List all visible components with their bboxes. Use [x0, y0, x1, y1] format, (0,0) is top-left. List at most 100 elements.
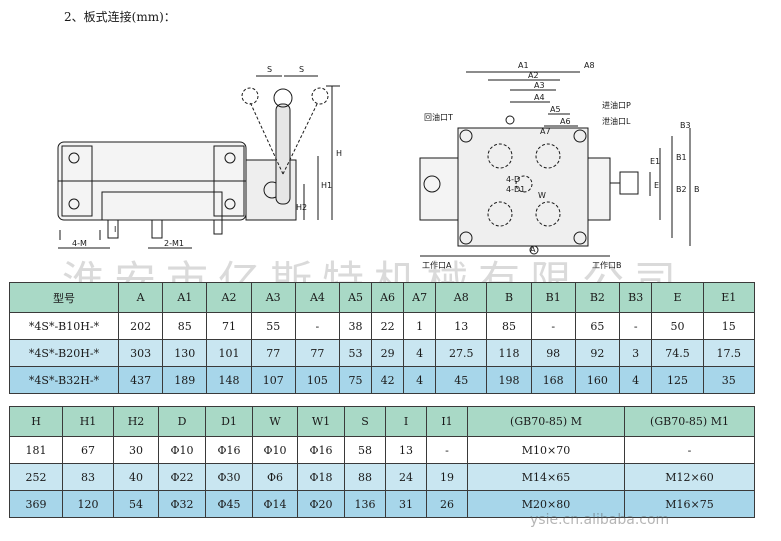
dim-s-2: S: [299, 65, 304, 74]
table-cell: M16×75: [624, 490, 755, 518]
table-cell: 198: [486, 366, 532, 394]
table-row: 181 67 30 Φ10 Φ16 Φ10 Φ16 58 13 - M10×70…: [9, 436, 755, 464]
table-cell: 26: [426, 490, 468, 518]
table-row: 252 83 40 Φ22 Φ30 Φ6 Φ18 88 24 19 M14×65…: [9, 463, 755, 491]
table-cell: 31: [385, 490, 427, 518]
table-cell: 54: [113, 490, 159, 518]
table1-header: E: [651, 282, 704, 313]
table-cell: M12×60: [624, 463, 755, 491]
dim-s-1: S: [267, 65, 272, 74]
table-cell: 27.5: [435, 339, 488, 367]
table-cell: 58: [344, 436, 386, 464]
dim-a6: A6: [560, 117, 571, 126]
table-cell: Φ6: [252, 463, 298, 491]
table2-header: S: [344, 406, 386, 437]
table-cell: 118: [486, 339, 532, 367]
table-cell: 83: [62, 463, 114, 491]
table-cell: 160: [574, 366, 621, 394]
table1-header: A6: [371, 282, 405, 313]
table-cell: 85: [486, 312, 532, 340]
table2-header: H: [9, 406, 63, 437]
label-4d: 4-D: [506, 175, 520, 184]
dimension-table-2: H H1 H2 D D1 W W1 S I I1 (GB70-85) M (GB…: [9, 406, 755, 518]
table2-header: H1: [62, 406, 114, 437]
table2-header: D: [158, 406, 206, 437]
table-cell: 125: [651, 366, 704, 394]
dim-a1: A1: [518, 61, 529, 70]
table-cell: 53: [339, 339, 373, 367]
table1-header: 型号: [9, 282, 119, 313]
table-cell: 181: [9, 436, 63, 464]
table2-header: I1: [426, 406, 468, 437]
label-4d1: 4-D1: [506, 185, 525, 194]
table-cell: 65: [574, 312, 621, 340]
dim-b3: B3: [680, 121, 691, 130]
table2-header: H2: [113, 406, 159, 437]
top-view: [419, 71, 691, 257]
dim-a8: A8: [584, 61, 595, 70]
table-cell: Φ16: [205, 436, 253, 464]
table-cell: Φ30: [205, 463, 253, 491]
table-row: 369 120 54 Φ32 Φ45 Φ14 Φ20 136 31 26 M20…: [9, 490, 755, 518]
table-cell: Φ20: [297, 490, 345, 518]
table-cell: Φ18: [297, 463, 345, 491]
table-cell: 148: [206, 366, 252, 394]
table1-header: E1: [702, 282, 756, 313]
port-t-label: 回油口T: [424, 112, 453, 122]
table-cell: 3: [618, 339, 653, 367]
table-cell: -: [530, 312, 576, 340]
table-cell: Φ10: [252, 436, 298, 464]
label-w: W: [538, 191, 546, 200]
table-cell: Φ22: [158, 463, 206, 491]
dim-2m1: 2-M1: [164, 239, 184, 248]
table2-header: I: [385, 406, 427, 437]
table-cell: *4S*-B20H-*: [9, 339, 119, 367]
table-cell: 35: [702, 366, 756, 394]
table-cell: *4S*-B32H-*: [9, 366, 119, 394]
table-cell: M10×70: [467, 436, 625, 464]
port-p-label: 进油口P: [602, 100, 631, 110]
table-cell: Φ14: [252, 490, 298, 518]
table-cell: 19: [426, 463, 468, 491]
table1-header: B1: [530, 282, 576, 313]
table-cell: 85: [162, 312, 208, 340]
table1-header: A5: [339, 282, 373, 313]
table-cell: 15: [702, 312, 756, 340]
table-cell: 252: [9, 463, 63, 491]
table-cell: 4: [403, 366, 437, 394]
table1-header: B: [486, 282, 532, 313]
table-cell: M20×80: [467, 490, 625, 518]
table-cell: 40: [113, 463, 159, 491]
table-cell: 22: [371, 312, 405, 340]
dim-h2: H2: [296, 203, 307, 212]
table2-header: W: [252, 406, 298, 437]
table1-header: A8: [435, 282, 488, 313]
table2-header: (GB70-85) M1: [624, 406, 755, 437]
table-cell: 55: [250, 312, 296, 340]
table-cell: 92: [574, 339, 621, 367]
table2-header: W1: [297, 406, 345, 437]
table-cell: Φ32: [158, 490, 206, 518]
dim-a2: A2: [528, 71, 539, 80]
dim-a3: A3: [534, 81, 545, 90]
port-l-label: 泄油口L: [602, 116, 631, 126]
table-row: *4S*-B32H-* 437 189 148 107 105 75 42 4 …: [9, 366, 756, 394]
table-cell: 13: [435, 312, 488, 340]
table-cell: -: [618, 312, 653, 340]
table-cell: 4: [618, 366, 653, 394]
dim-h: H: [336, 149, 342, 158]
port-a-label: 工作口A: [422, 260, 452, 270]
table-cell: 107: [250, 366, 296, 394]
table1-header: A7: [403, 282, 437, 313]
dim-a7: A7: [540, 127, 551, 136]
dim-4m: 4-M: [72, 239, 87, 248]
table-cell: 189: [162, 366, 208, 394]
dim-e: E: [654, 181, 659, 190]
side-view: [57, 75, 340, 249]
table-cell: -: [294, 312, 341, 340]
table1-header: A: [117, 282, 164, 313]
table-cell: 50: [651, 312, 704, 340]
table-cell: 67: [62, 436, 114, 464]
table-cell: 13: [385, 436, 427, 464]
dim-b1: B1: [676, 153, 687, 162]
